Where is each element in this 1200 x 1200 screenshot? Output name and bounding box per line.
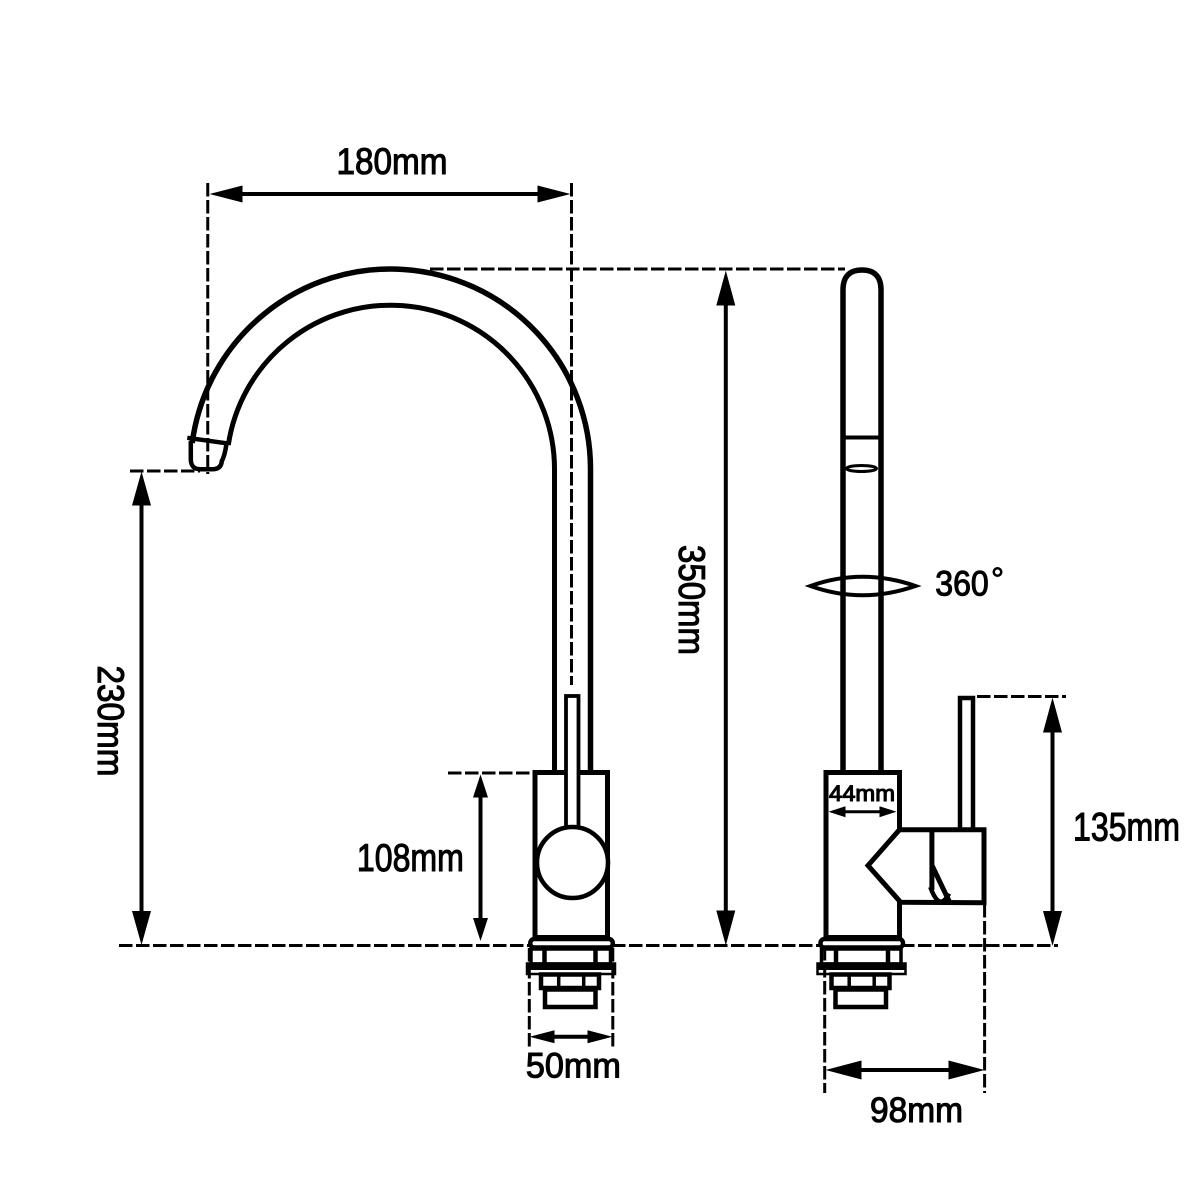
svg-text:108mm: 108mm [357, 837, 464, 880]
svg-text:230mm: 230mm [90, 666, 131, 777]
svg-text:135mm: 135mm [1073, 806, 1180, 850]
svg-text:350mm: 350mm [671, 545, 712, 655]
svg-text:44mm: 44mm [829, 781, 895, 806]
svg-text:98mm: 98mm [870, 1091, 963, 1130]
svg-text:50mm: 50mm [526, 1047, 621, 1086]
svg-text:180mm: 180mm [337, 141, 448, 182]
svg-text:360: 360 [935, 565, 989, 604]
